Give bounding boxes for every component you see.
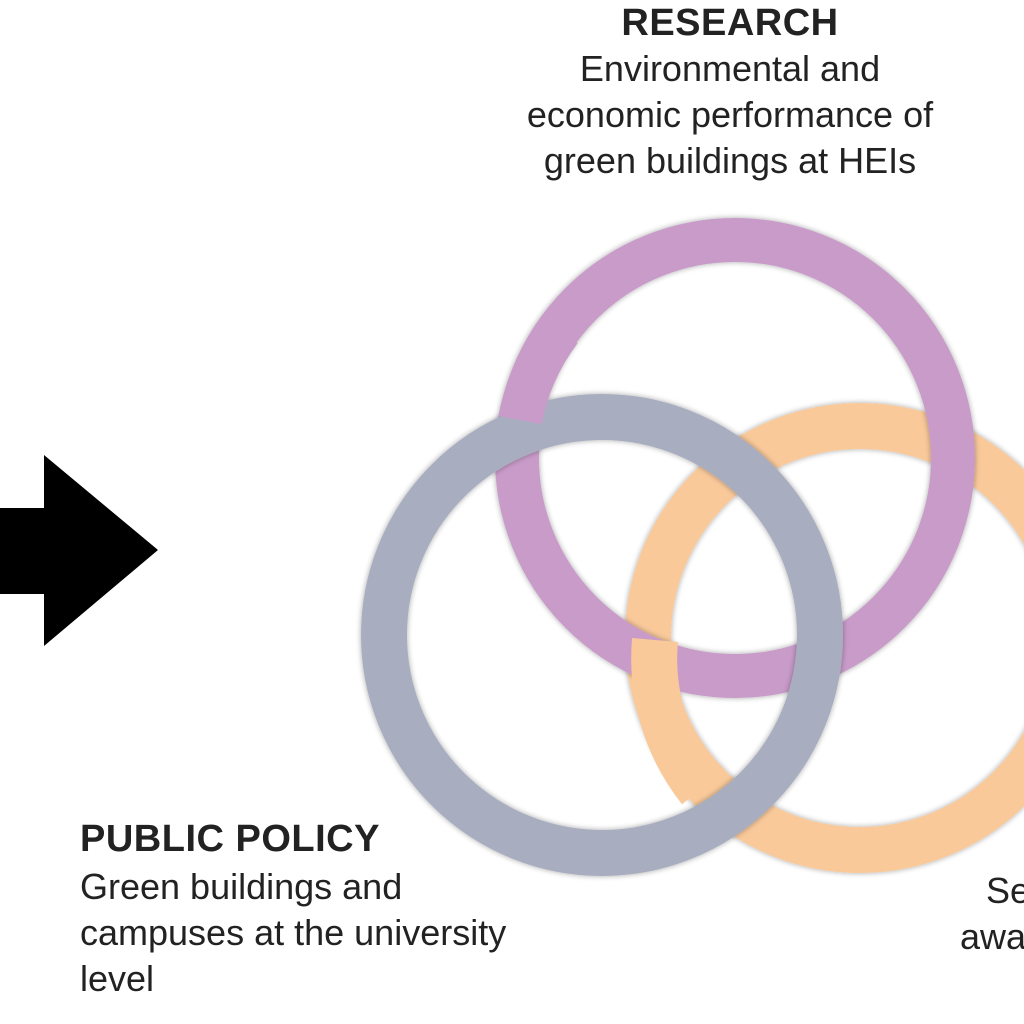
research-description-line-1: Environmental and bbox=[579, 48, 881, 89]
third-area-line-1: Se bbox=[986, 870, 1024, 911]
research-heading: RESEARCH bbox=[621, 2, 839, 44]
public-policy-description-line-2: campuses at the university bbox=[80, 912, 507, 953]
third-area-label-group: Se awa bbox=[900, 868, 1024, 960]
ring-research-overlap bbox=[498, 316, 578, 425]
third-area-line-2: awa bbox=[960, 916, 1024, 957]
right-arrow-icon bbox=[0, 455, 158, 646]
research-description-line-3: green buildings at HEIs bbox=[543, 140, 917, 181]
research-label-group: RESEARCH Environmental and economic perf… bbox=[470, 4, 990, 184]
public-policy-label-group: PUBLIC POLICY Green buildings and campus… bbox=[80, 820, 640, 1002]
ring-public-policy bbox=[361, 394, 843, 876]
public-policy-description-line-1: Green buildings and bbox=[80, 866, 403, 907]
research-description-line-2: economic performance of bbox=[526, 94, 934, 135]
ring-third-overlap bbox=[631, 638, 719, 805]
public-policy-description-line-3: level bbox=[80, 958, 155, 999]
public-policy-heading: PUBLIC POLICY bbox=[80, 818, 380, 860]
